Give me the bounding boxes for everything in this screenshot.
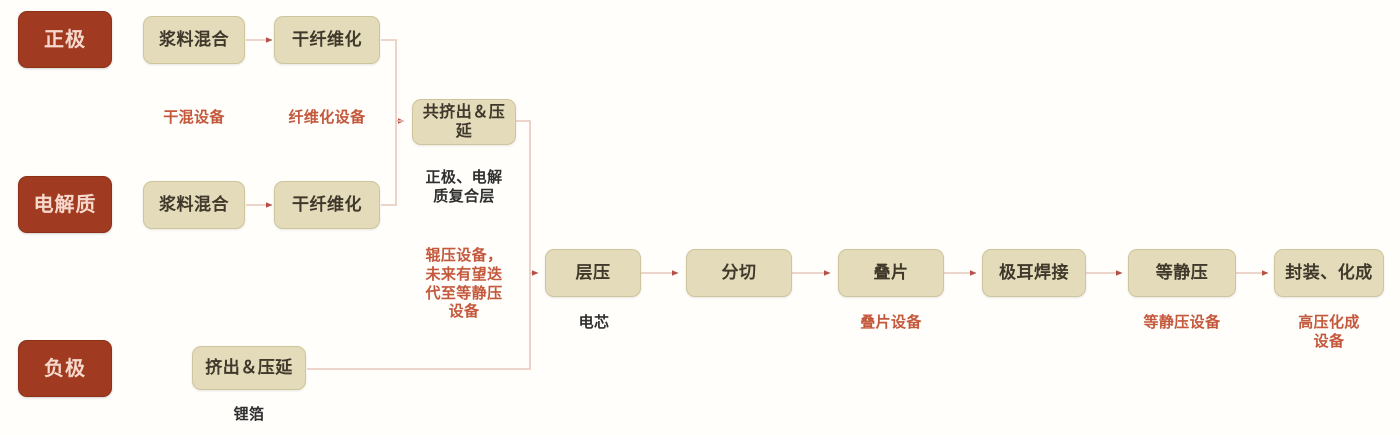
step-box-cathode-dry-fiberization[interactable]: 干纤维化 [274,16,380,64]
caption-high-pressure-formation-equipment: 高压化成 设备 [1298,313,1360,350]
step-box-coextrusion-calendering[interactable]: 共挤出＆压 延 [412,99,516,145]
connector-electrolyte-fiber-to-coextrude [381,120,404,206]
step-box-electrolyte-slurry-mixing[interactable]: 浆料混合 [143,181,245,229]
step-box-stacking[interactable]: 叠片 [838,249,944,297]
step-box-lamination[interactable]: 层压 [545,249,641,297]
step-box-tab-welding[interactable]: 极耳焊接 [982,249,1086,297]
step-box-slitting[interactable]: 分切 [686,249,792,297]
step-box-packaging-formation[interactable]: 封装、化成 [1274,249,1384,297]
step-box-anode-extrusion-calendering[interactable]: 挤出＆压延 [192,346,306,390]
caption-isostatic-equipment: 等静压设备 [1143,313,1221,331]
category-box-anode[interactable]: 负极 [18,340,112,397]
caption-cell: 电芯 [578,313,610,331]
category-box-electrolyte[interactable]: 电解质 [18,176,112,233]
caption-roll-press-equipment: 辊压设备， 未来有望迭 代至等静压 设备 [425,246,503,321]
step-box-electrolyte-dry-fiberization[interactable]: 干纤维化 [274,181,380,229]
caption-dry-mix-equipment: 干混设备 [163,108,225,126]
caption-stacking-equipment: 叠片设备 [860,313,922,331]
step-box-cathode-slurry-mixing[interactable]: 浆料混合 [143,16,245,64]
caption-lithium-foil: 锂箔 [233,405,265,423]
category-box-cathode[interactable]: 正极 [18,11,112,68]
step-box-isostatic-pressing[interactable]: 等静压 [1128,249,1236,297]
caption-composite-layer: 正极、电解 质复合层 [425,168,503,205]
caption-fiberization-equipment: 纤维化设备 [288,108,366,126]
connector-coextrude-to-laminate [516,120,539,276]
